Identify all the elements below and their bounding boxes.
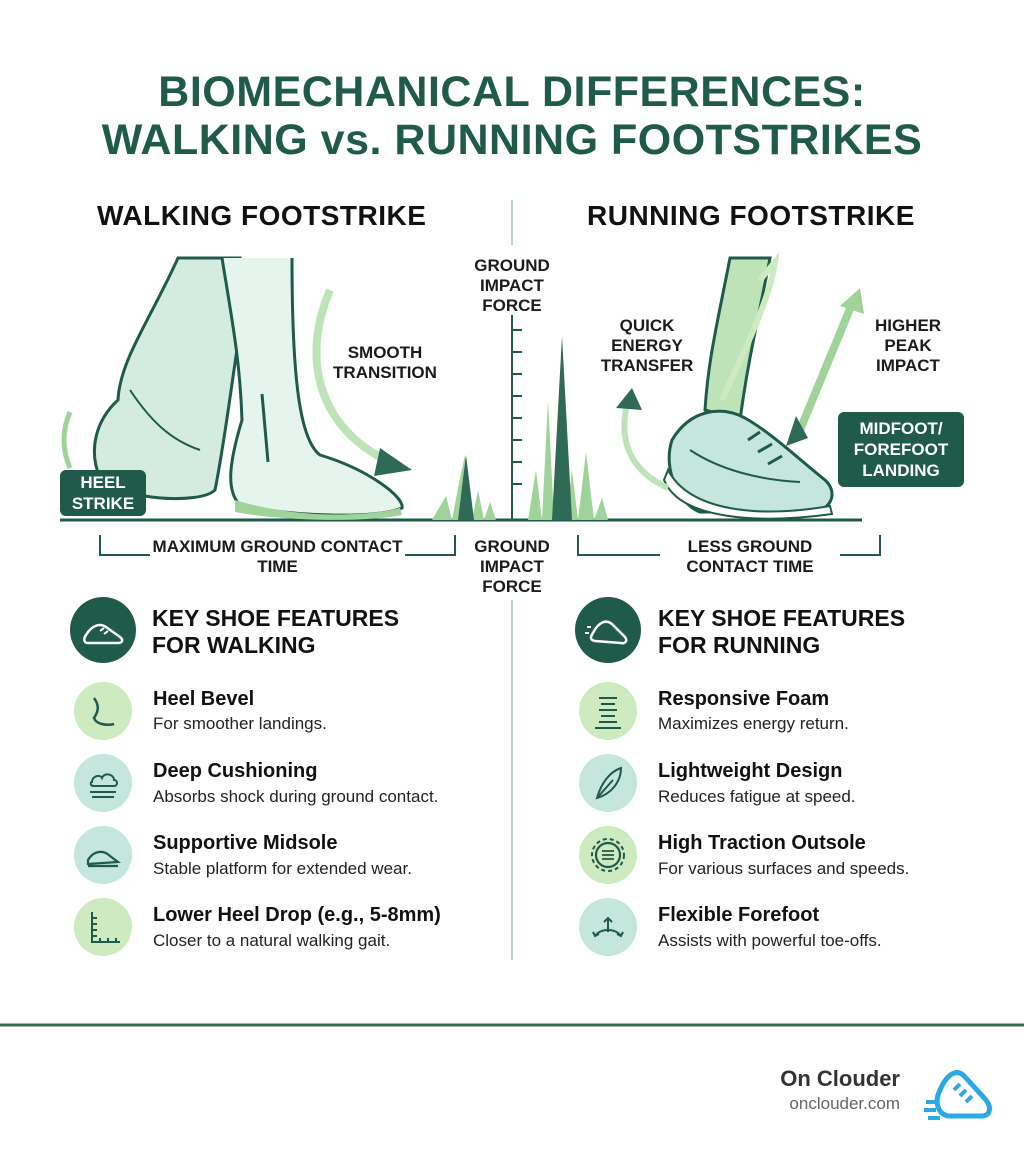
running-feature-4-title: Flexible Forefoot [658,904,820,926]
walking-shoe-icon [70,597,136,663]
brand-name: On Clouder [780,1066,900,1091]
walking-feature-2-title: Deep Cushioning [153,760,318,782]
brand-shoe-logo-icon [924,1070,992,1120]
ruler-icon [74,898,132,956]
walking-feature-4-desc: Closer to a natural walking gait. [153,931,391,950]
quick-energy-label: QUICK ENERGY TRANSFER [600,316,694,375]
cushion-cloud-icon [74,754,132,812]
impact-force-label-top: GROUND IMPACT FORCE [474,256,550,315]
walking-feature-1-title: Heel Bevel [153,688,255,710]
flex-arrows-icon [579,898,637,956]
traction-gear-icon [579,826,637,884]
midsole-icon [74,826,132,884]
running-feature-1-desc: Maximizes energy return. [658,714,849,733]
higher-peak-label: HIGHER PEAK IMPACT [874,316,942,375]
max-contact-label: MAXIMUM GROUND CONTACT TIME [150,537,405,577]
walking-feature-4-title: Lower Heel Drop (e.g., 5-8mm) [153,904,441,926]
walking-feature-3-title: Supportive Midsole [153,832,338,854]
walking-features-heading: KEY SHOE FEATURES FOR WALKING [152,605,400,658]
smooth-transition-label: SMOOTH TRANSITION [333,343,437,382]
walking-feature-1-desc: For smoother landings. [153,714,327,733]
impact-force-label-bottom: GROUND IMPACT FORCE [474,537,550,596]
page-title-line-1: BIOMECHANICAL DIFFERENCES: [158,68,866,116]
midfoot-landing-badge: MIDFOOT/ FOREFOOT LANDING [838,412,964,487]
running-feature-1-title: Responsive Foam [658,688,830,710]
feather-icon [579,754,637,812]
walking-feature-2-desc: Absorbs shock during ground contact. [153,787,439,806]
running-shoe-icon [575,597,641,663]
less-contact-label: LESS GROUND CONTACT TIME [660,537,840,577]
walking-heading: WALKING FOOTSTRIKE [97,200,427,231]
brand-url[interactable]: onclouder.com [789,1094,900,1113]
page-title-line-2: WALKING vs. RUNNING FOOTSTRIKES [101,116,923,164]
heel-strike-badge: HEEL STRIKE [60,470,146,516]
running-feature-2-desc: Reduces fatigue at speed. [658,787,856,806]
running-feature-3-desc: For various surfaces and speeds. [658,859,910,878]
running-feature-4-desc: Assists with powerful toe-offs. [658,931,882,950]
walking-feature-3-desc: Stable platform for extended wear. [153,859,412,878]
running-feature-3-title: High Traction Outsole [658,832,866,854]
running-features-heading: KEY SHOE FEATURES FOR RUNNING [658,605,906,658]
running-feature-2-title: Lightweight Design [658,760,843,782]
heel-bevel-icon [74,682,132,740]
spring-icon [579,682,637,740]
brand-block: On Clouder onclouder.com [780,1066,900,1114]
running-heading: RUNNING FOOTSTRIKE [587,200,915,231]
